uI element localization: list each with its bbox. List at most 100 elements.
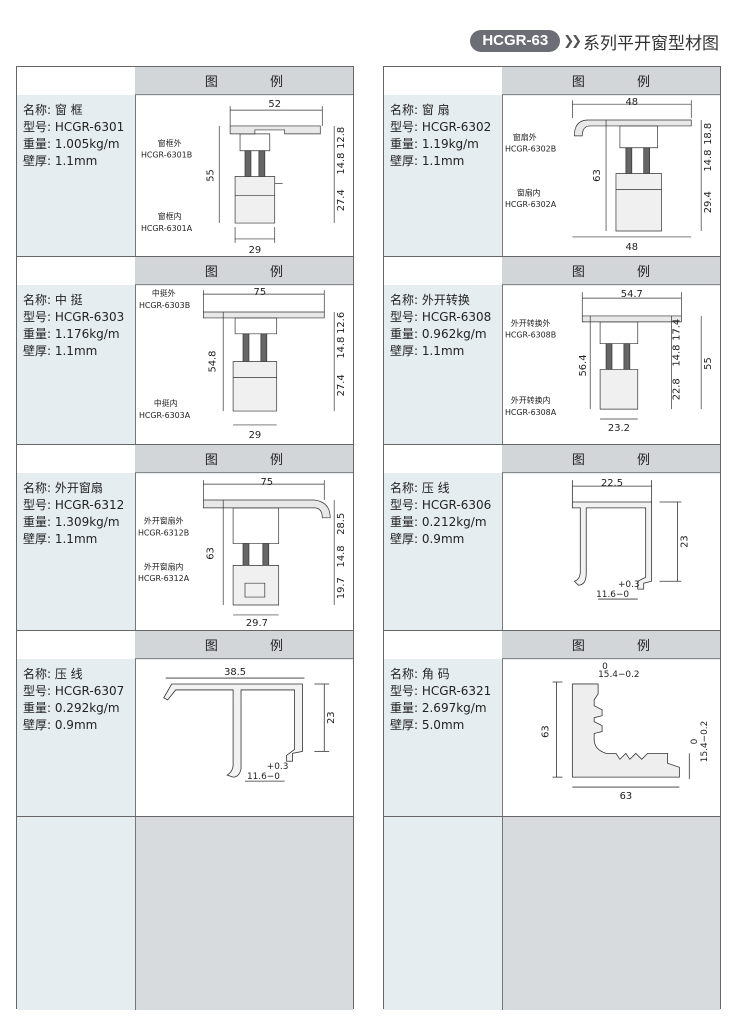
dim-label: 56.4 (578, 354, 589, 376)
part-label: HCGR-6312B (138, 529, 189, 538)
dim-label: 23 (679, 535, 690, 548)
dim-label: 22.8 (671, 378, 682, 400)
profile-info: 名称: 中 挺 型号: HCGR-6303 重量: 1.176kg/m 壁厚: … (23, 292, 135, 360)
profile-name: 名称: 外开窗扇 (23, 481, 103, 495)
dim-label: 27.4 (336, 374, 347, 396)
legend-header: 图 例 (502, 257, 720, 285)
profile-thickness: 壁厚: 1.1mm (23, 532, 98, 546)
legend-header: 图 例 (502, 631, 720, 659)
page-header: HCGR-63 ❯❯ 系列平开窗型材图 (470, 30, 719, 54)
part-label: 外开转换内 (511, 395, 551, 405)
profile-row-6307: 图 例 名称: 压 线 型号: HCGR-6307 重量: 0.292kg/m … (17, 631, 353, 817)
profile-diagram-6308: 54.7 17.4 56.4 14.8 55 22.8 23.2 外开转换外 H… (503, 286, 720, 444)
dim-label: 12.6 (336, 312, 347, 334)
dim-label: 54.8 (207, 351, 218, 373)
profile-diagram-6302: 48 18.8 63 14.8 29.4 48 窗扇外 HCGR-6302B 窗… (503, 96, 720, 256)
part-label: 外开窗扇外 (144, 516, 184, 526)
dim-label: 63 (592, 169, 603, 182)
series-badge: HCGR-63 (470, 30, 561, 52)
profile-diagram-6307: 38.5 23 +0.3 11.6−0 (136, 660, 353, 816)
profile-thickness: 壁厚: 5.0mm (390, 718, 465, 732)
part-label: HCGR-6301B (141, 151, 192, 160)
profile-info: 名称: 压 线 型号: HCGR-6306 重量: 0.212kg/m 壁厚: … (390, 480, 502, 548)
dim-label: 29.4 (703, 191, 714, 213)
profile-weight: 重量: 0.962kg/m (390, 327, 487, 341)
dim-label: 29.7 (246, 618, 268, 629)
profile-model: 型号: HCGR-6308 (390, 310, 492, 324)
profile-model: 型号: HCGR-6306 (390, 498, 492, 512)
part-label: 窗扇内 (517, 187, 541, 197)
empty-row (17, 817, 353, 1010)
part-label: HCGR-6302A (505, 200, 557, 209)
dim-label: 48 (626, 97, 639, 108)
legend-header: 图 例 (135, 631, 353, 659)
dim-label: 22.5 (601, 478, 623, 489)
part-label: HCGR-6308A (505, 408, 557, 417)
dim-label: 11.6−0 (247, 772, 280, 782)
dim-label: 55 (703, 357, 714, 370)
page-title: 系列平开窗型材图 (583, 33, 719, 54)
profile-thickness: 壁厚: 1.1mm (390, 154, 465, 168)
legend-header: 图 例 (135, 257, 353, 285)
double-chevron-icon: ❯❯ (563, 33, 582, 49)
profile-model: 型号: HCGR-6301 (23, 120, 125, 134)
dim-label: 54.7 (621, 289, 643, 300)
profile-info: 名称: 窗 框 型号: HCGR-6301 重量: 1.005kg/m 壁厚: … (23, 102, 135, 170)
dim-label: 48 (626, 242, 639, 253)
dim-label: 19.7 (336, 577, 347, 599)
profile-info: 名称: 外开转换 型号: HCGR-6308 重量: 0.962kg/m 壁厚:… (390, 292, 502, 360)
dim-label: 15.4−0.2 (598, 670, 639, 680)
dim-label: 0 (602, 662, 608, 672)
dim-label: 14.8 (336, 153, 347, 175)
profile-info: 名称: 外开窗扇 型号: HCGR-6312 重量: 1.309kg/m 壁厚:… (23, 480, 135, 548)
part-label: 外开转换外 (511, 318, 551, 328)
profile-weight: 重量: 0.292kg/m (23, 701, 120, 715)
profile-thickness: 壁厚: 1.1mm (390, 344, 465, 358)
dim-label: 63 (205, 547, 216, 560)
profile-model: 型号: HCGR-6307 (23, 684, 125, 698)
profile-name: 名称: 窗 扇 (390, 103, 450, 117)
dim-label: 15.4−0.2 (700, 721, 710, 762)
profile-thickness: 壁厚: 0.9mm (23, 718, 98, 732)
dim-label: 17.4 (671, 319, 682, 341)
profile-model: 型号: HCGR-6303 (23, 310, 125, 324)
part-label: HCGR-6302B (505, 145, 556, 154)
profile-diagram-6312: 75 28.5 63 14.8 19.7 29.7 外开窗扇外 HCGR-631… (136, 474, 353, 630)
part-label: 窗扇外 (513, 132, 537, 142)
profile-thickness: 壁厚: 1.1mm (23, 154, 98, 168)
right-profile-column: 图 例 名称: 窗 扇 型号: HCGR-6302 重量: 1.19kg/m 壁… (383, 66, 721, 1010)
profile-row-6306: 图 例 名称: 压 线 型号: HCGR-6306 重量: 0.212kg/m … (384, 445, 720, 631)
profile-diagram-6306: 22.5 23 +0.3 11.6−0 (503, 474, 720, 630)
dim-label: 23 (326, 711, 337, 724)
dim-label: 75 (254, 287, 267, 298)
profile-diagram-6303: 75 12.6 54.8 14.8 27.4 29 中挺外 HCGR-6303B… (136, 286, 353, 444)
dim-label: 55 (205, 169, 216, 182)
dim-label: 14.8 (703, 150, 714, 172)
dim-label: 29 (249, 430, 262, 441)
dim-label: 38.5 (224, 667, 246, 678)
dim-label: 12.8 (336, 127, 347, 149)
profile-row-6301: 图 例 名称: 窗 框 型号: HCGR-6301 重量: 1.005kg/m … (17, 67, 353, 257)
profile-name: 名称: 压 线 (390, 481, 450, 495)
dim-label: 23.2 (608, 423, 630, 434)
legend-header: 图 例 (135, 445, 353, 473)
legend-header: 图 例 (502, 445, 720, 473)
part-label: 窗框外 (158, 138, 182, 148)
profile-name: 名称: 压 线 (23, 667, 83, 681)
profile-row-6302: 图 例 名称: 窗 扇 型号: HCGR-6302 重量: 1.19kg/m 壁… (384, 67, 720, 257)
dim-label: 63 (541, 725, 552, 738)
empty-row (384, 817, 720, 1010)
legend-header: 图 例 (502, 67, 720, 95)
part-label: 窗框内 (158, 211, 182, 221)
profile-row-6303: 图 例 名称: 中 挺 型号: HCGR-6303 重量: 1.176kg/m … (17, 257, 353, 445)
profile-weight: 重量: 2.697kg/m (390, 701, 487, 715)
profile-thickness: 壁厚: 0.9mm (390, 532, 465, 546)
profile-weight: 重量: 0.212kg/m (390, 515, 487, 529)
profile-weight: 重量: 1.309kg/m (23, 515, 120, 529)
profile-thickness: 壁厚: 1.1mm (23, 344, 98, 358)
profile-name: 名称: 中 挺 (23, 293, 83, 307)
dim-label: 14.8 (671, 345, 682, 367)
profile-diagram-6301: 52 12.8 55 14.8 27.4 29 窗框外 HCGR-6301B 窗… (136, 96, 353, 256)
profile-model: 型号: HCGR-6321 (390, 684, 492, 698)
dim-label: 11.6−0 (596, 590, 629, 600)
